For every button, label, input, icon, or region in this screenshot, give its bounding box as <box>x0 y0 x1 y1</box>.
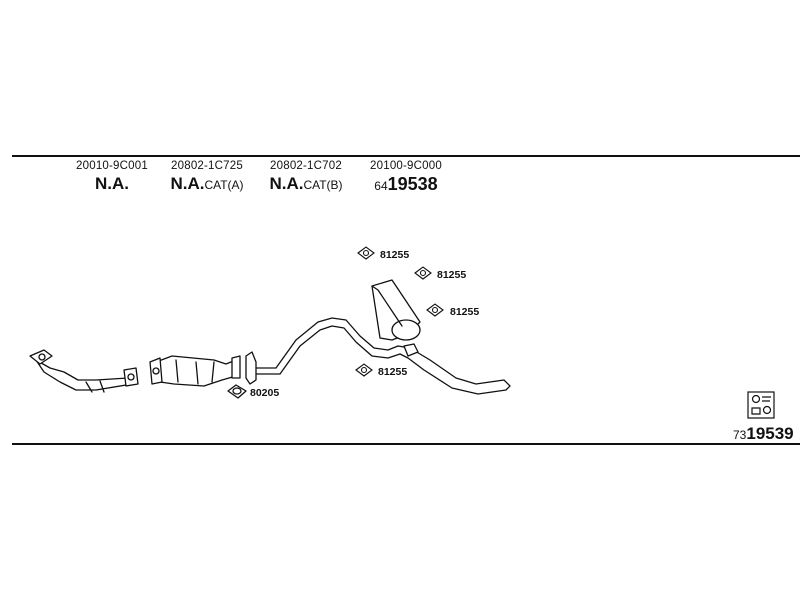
reference-number: 7319539 <box>733 424 794 443</box>
oe-number: 20802-1C702 <box>270 160 342 172</box>
application-label: N.A.CAT(B) <box>269 174 343 193</box>
oe-number: 20802-1C725 <box>171 160 243 172</box>
fitting-kit-icon <box>747 391 775 419</box>
column-2: 20802-1C725 N.A.CAT(A) <box>164 160 250 194</box>
bottom-rule <box>12 443 800 445</box>
oe-number: 20010-9C001 <box>76 160 148 172</box>
application-label: N.A.CAT(A) <box>170 174 244 193</box>
column-4: 20100-9C000 6419538 <box>364 160 448 195</box>
rubber-hanger-icon <box>426 303 444 317</box>
catalytic-converter-icon <box>149 355 241 387</box>
exhaust-pipe-icon <box>29 349 139 393</box>
gasket-icon <box>227 384 247 399</box>
part-number-label: 6419538 <box>374 174 438 194</box>
part-label-hanger: 81255 <box>378 366 408 378</box>
oe-number: 20100-9C000 <box>370 160 442 172</box>
part-label-gasket: 80205 <box>250 387 280 399</box>
part-label-hanger: 81255 <box>380 249 410 261</box>
part-label-hanger: 81255 <box>450 306 480 318</box>
column-1: 20010-9C001 N.A. <box>74 160 150 194</box>
column-3: 20802-1C702 N.A.CAT(B) <box>262 160 350 194</box>
top-rule <box>12 155 800 157</box>
application-label: N.A. <box>95 174 129 193</box>
part-label-hanger: 81255 <box>437 269 467 281</box>
silencer-icon <box>245 279 511 395</box>
rubber-hanger-icon <box>357 246 375 260</box>
rubber-hanger-icon <box>355 363 373 377</box>
rubber-hanger-icon <box>414 266 432 280</box>
